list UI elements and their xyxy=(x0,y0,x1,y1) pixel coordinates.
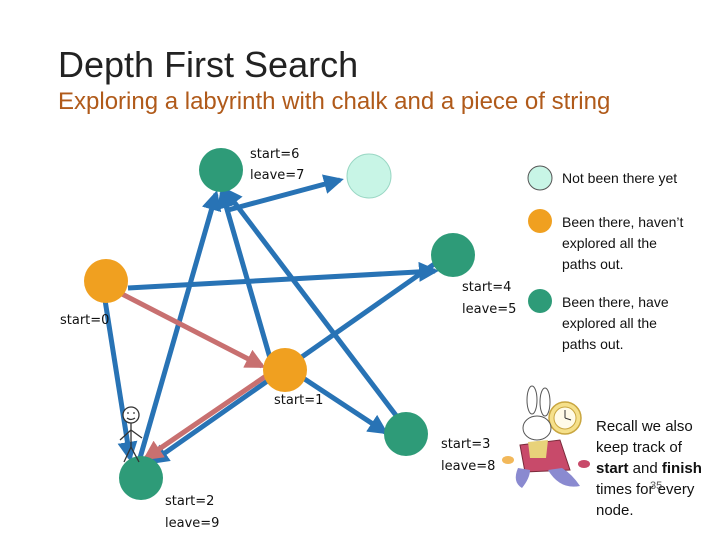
note-text-1: Recall we also keep track of xyxy=(596,418,693,456)
stick-figure-icon xyxy=(119,406,143,463)
node-bottom-left xyxy=(119,456,163,500)
string-center-to-bottomleft xyxy=(142,373,268,461)
note-bold-finish: finish xyxy=(661,460,702,477)
node-mid-right xyxy=(431,233,475,277)
node-center xyxy=(263,348,307,392)
legend-unvisited-swatch xyxy=(527,165,553,191)
slide-title: Depth First Search xyxy=(58,44,359,85)
node-left xyxy=(84,259,128,303)
white-rabbit-illustration xyxy=(502,385,590,488)
node-center-start: start=1 xyxy=(274,393,323,408)
edge-left-to-bottomleft xyxy=(102,299,138,462)
note-bold-start: start xyxy=(596,460,629,477)
tree-edges xyxy=(102,174,442,465)
edge-topleft-to-topright xyxy=(227,174,344,213)
edge-center-to-topleft xyxy=(216,188,273,359)
legend-done-line2: explored all the xyxy=(562,315,657,331)
path-edges xyxy=(120,291,268,461)
legend-in-progress-swatch xyxy=(528,209,552,233)
legend: Not been there yet Been there, haven’t e… xyxy=(527,165,684,352)
node-bottom-left-leave: leave=9 xyxy=(165,516,219,531)
legend-done-line3: paths out. xyxy=(562,336,624,352)
legend-done-line1: Been there, have xyxy=(562,294,669,310)
string-left-to-center xyxy=(120,291,266,369)
page-number: 35 xyxy=(650,480,663,492)
edge-center-to-lowerright xyxy=(298,373,389,435)
node-lower-right xyxy=(384,412,428,456)
node-top-left-start: start=6 xyxy=(250,147,299,162)
note-text-3: times for every node. xyxy=(596,481,695,519)
edge-left-to-midright xyxy=(127,261,439,291)
node-mid-right-leave: leave=5 xyxy=(462,302,516,317)
node-left-start: start=0 xyxy=(60,313,109,328)
recall-note: Recall we also keep track of start and f… xyxy=(596,416,714,521)
node-bottom-left-start: start=2 xyxy=(165,494,214,509)
legend-in-progress-line2: explored all the xyxy=(562,235,657,251)
node-lower-right-start: start=3 xyxy=(441,437,490,452)
node-lower-right-leave: leave=8 xyxy=(441,459,495,474)
node-top-left xyxy=(199,148,243,192)
node-mid-right-start: start=4 xyxy=(462,280,511,295)
legend-done-swatch xyxy=(528,289,552,313)
legend-in-progress-line1: Been there, haven’t xyxy=(562,214,684,230)
edge-lowerright-to-topleft xyxy=(222,186,400,420)
node-top-right xyxy=(346,153,392,199)
note-text-2: and xyxy=(628,460,662,477)
node-top-left-leave: leave=7 xyxy=(250,168,304,183)
legend-in-progress-line3: paths out. xyxy=(562,256,624,272)
slide-subtitle: Exploring a labyrinth with chalk and a p… xyxy=(58,88,611,115)
legend-unvisited-text: Not been there yet xyxy=(562,170,677,186)
edge-bottomleft-to-topleft xyxy=(137,190,222,459)
